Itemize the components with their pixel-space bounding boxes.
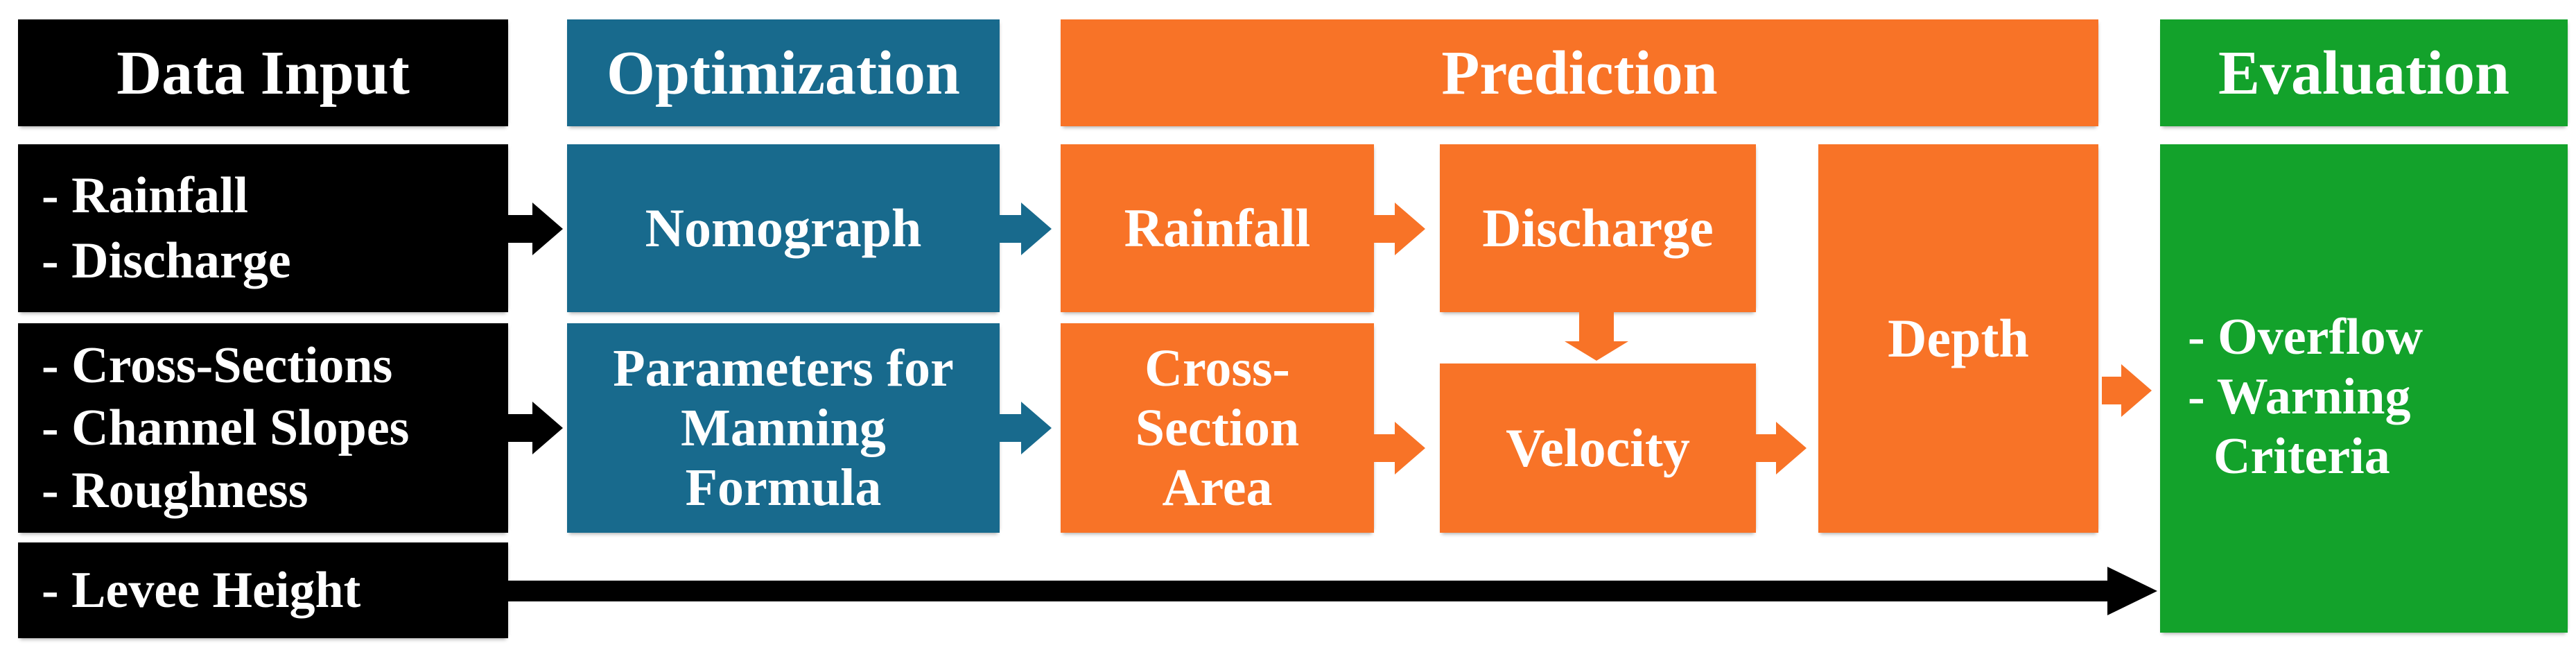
arrow-head <box>2121 364 2152 417</box>
box-hydrology-inputs: - Rainfall - Discharge <box>18 144 508 312</box>
manning-parameters-label: Parameters for Manning Formula <box>613 339 954 517</box>
arrow-hydrology-to-nomograph <box>508 203 563 255</box>
channel-inputs-label: - Cross-Sections - Channel Slopes - Roug… <box>42 337 410 519</box>
arrow-head <box>1776 422 1807 474</box>
discharge-label: Discharge <box>1482 198 1714 258</box>
arrow-head <box>532 402 563 454</box>
header-data-input: Data Input <box>18 19 508 126</box>
depth-label: Depth <box>1888 308 2029 368</box>
evaluation-criteria-label: - Overflow - Warning Criteria <box>2188 309 2423 485</box>
arrow-head <box>1395 203 1425 255</box>
rainfall-label: Rainfall <box>1124 198 1311 258</box>
header-data-input-label: Data Input <box>116 38 410 108</box>
box-manning-parameters: Parameters for Manning Formula <box>567 323 1000 533</box>
levee-input-label: - Levee Height <box>42 562 361 619</box>
arrow-head <box>532 203 563 255</box>
arrow-velocity-to-depth <box>1756 422 1807 474</box>
arrow-head <box>1565 341 1628 361</box>
box-depth: Depth <box>1818 144 2098 533</box>
arrow-manning-to-cross-section-area <box>1000 402 1052 454</box>
arrow-depth-to-evaluation <box>2102 364 2152 417</box>
velocity-label: Velocity <box>1506 418 1690 478</box>
cross-section-area-label: Cross- Section Area <box>1135 339 1300 517</box>
arrow-cross-section-area-to-velocity <box>1374 422 1425 474</box>
arrow-shaft <box>1000 414 1021 442</box>
arrow-rainfall-to-discharge <box>1374 203 1425 255</box>
box-nomograph: Nomograph <box>567 144 1000 312</box>
arrow-nomograph-to-rainfall <box>1000 203 1052 255</box>
box-channel-inputs: - Cross-Sections - Channel Slopes - Roug… <box>18 323 508 533</box>
hydrology-inputs-label: - Rainfall - Discharge <box>42 167 291 289</box>
header-prediction-label: Prediction <box>1441 38 1718 108</box>
arrow-shaft <box>1000 215 1021 243</box>
arrow-shaft <box>1374 215 1395 243</box>
arrow-shaft <box>508 581 2107 601</box>
header-optimization-label: Optimization <box>607 38 960 108</box>
header-optimization: Optimization <box>567 19 1000 126</box>
arrow-shaft <box>1374 434 1395 462</box>
header-evaluation: Evaluation <box>2160 19 2568 126</box>
arrow-head <box>1395 422 1425 474</box>
nomograph-label: Nomograph <box>645 198 922 258</box>
arrow-shaft <box>508 215 532 243</box>
box-evaluation-criteria: - Overflow - Warning Criteria <box>2160 144 2568 633</box>
arrow-discharge-to-velocity <box>1565 312 1628 361</box>
arrow-shaft <box>508 414 532 442</box>
header-prediction: Prediction <box>1061 19 2098 126</box>
arrow-levee-to-evaluation <box>508 567 2157 615</box>
box-levee-input: - Levee Height <box>18 542 508 638</box>
arrow-shaft <box>1579 312 1614 341</box>
box-velocity: Velocity <box>1440 363 1756 533</box>
box-rainfall: Rainfall <box>1061 144 1374 312</box>
arrow-shaft <box>2102 377 2121 404</box>
arrow-head <box>1021 203 1052 255</box>
header-evaluation-label: Evaluation <box>2218 38 2510 108</box>
arrow-channel-to-manning <box>508 402 563 454</box>
box-discharge: Discharge <box>1440 144 1756 312</box>
arrow-head <box>1021 402 1052 454</box>
arrow-shaft <box>1756 434 1776 462</box>
box-cross-section-area: Cross- Section Area <box>1061 323 1374 533</box>
arrow-head <box>2107 567 2157 615</box>
